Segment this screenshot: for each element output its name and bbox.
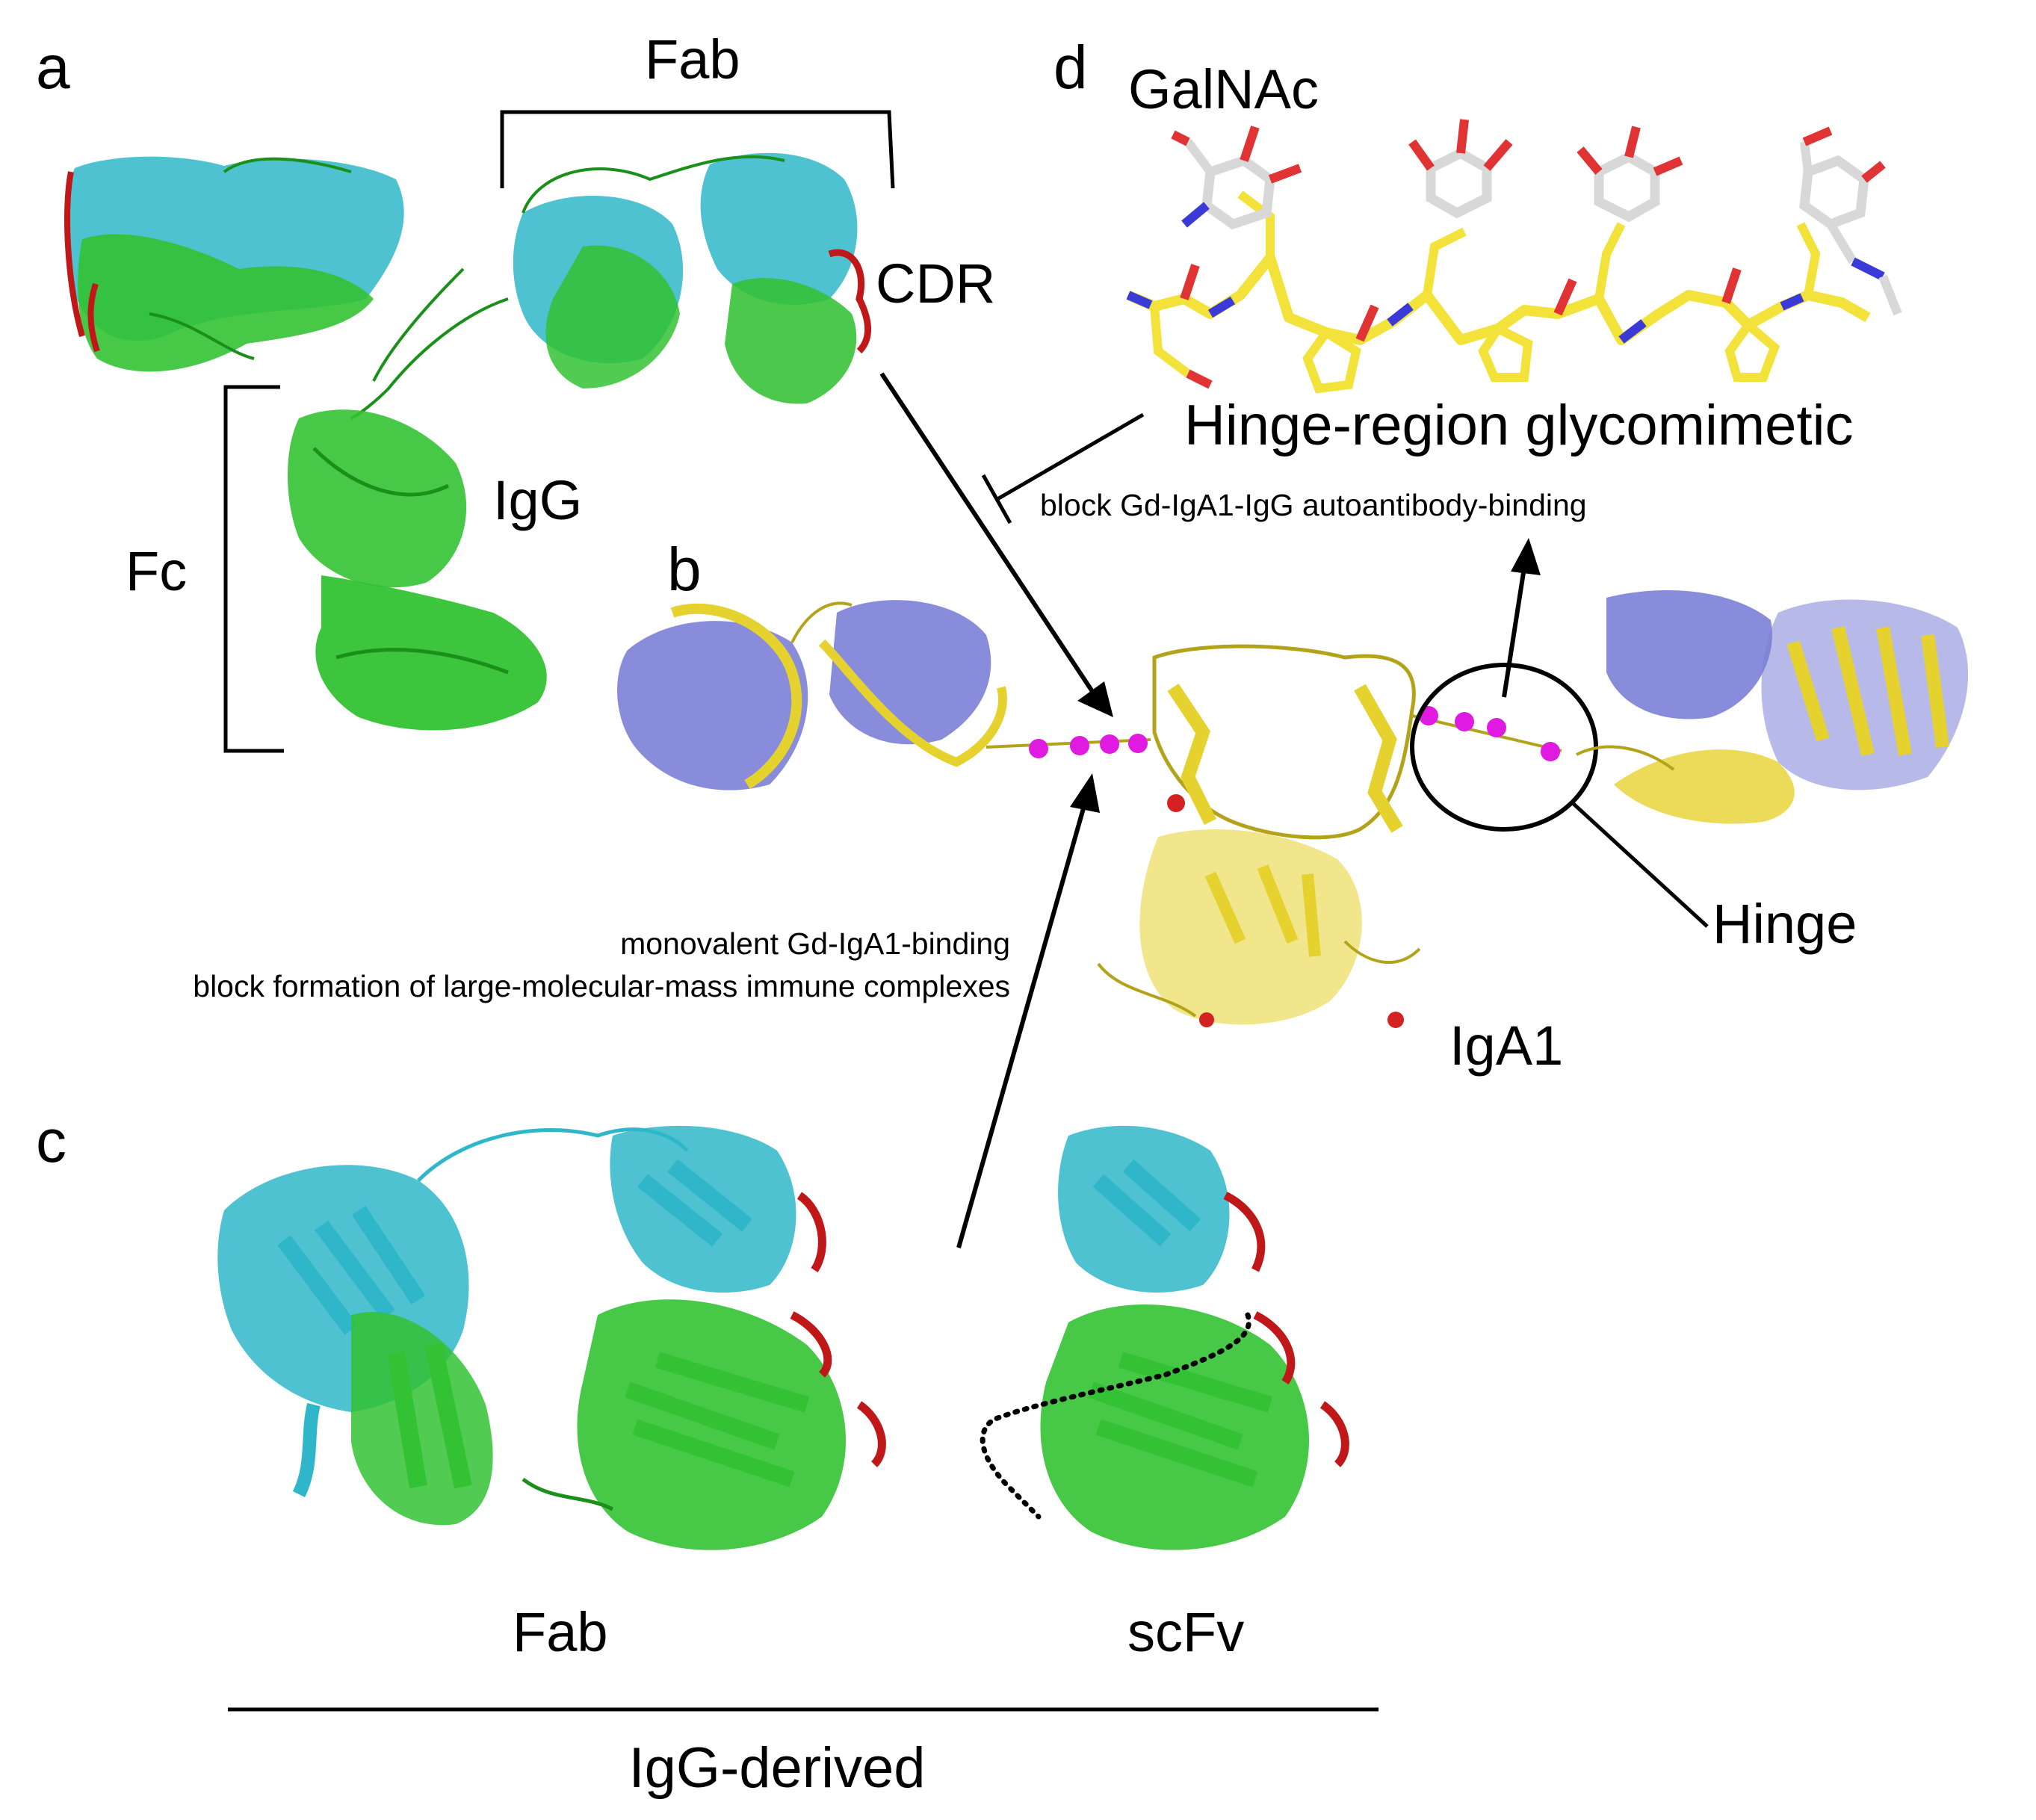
c-note-line1: monovalent Gd-IgA1-binding <box>620 926 1010 961</box>
arrow-cdr-head <box>1077 681 1113 717</box>
cdr-label: CDR <box>876 253 995 315</box>
arrow-c-head <box>1070 773 1100 813</box>
glycopeptide-structure <box>1126 119 1902 394</box>
hinge-callout-line <box>1571 802 1709 928</box>
arrow-cdr-to-iga1 <box>879 372 1097 696</box>
panel-b: b <box>617 536 1969 1077</box>
iga1-fab-right-structure <box>1576 590 1969 824</box>
fc-label: Fc <box>126 540 187 602</box>
glycomimetic-note: block Gd-IgA1-IgG autoantibody-binding <box>1040 488 1587 522</box>
panel-d: d GalNAc <box>1040 34 1902 522</box>
igg-fab-left-structure <box>64 156 404 372</box>
iga1-fab-left-structure <box>617 600 1007 790</box>
hinge-glycans-left <box>985 734 1151 758</box>
fc-bracket <box>223 385 284 753</box>
igg-derived-label: IgG-derived <box>628 1736 925 1800</box>
galnac-sugars <box>1171 119 1902 316</box>
hinge-glycans-right <box>1411 706 1562 761</box>
scfv-linker <box>980 1312 1251 1520</box>
panel-c: c monovalent Gd-IgA1-binding block forma… <box>36 926 1379 1800</box>
arrow-hinge-up <box>1502 567 1526 698</box>
scfv-label: scFv <box>1127 1601 1244 1663</box>
panel-c-letter: c <box>36 1107 66 1175</box>
igg-fab-center-structure <box>513 152 872 404</box>
igg-label: IgG <box>493 469 582 531</box>
fab-bracket <box>500 110 895 189</box>
fab-structure <box>217 1125 886 1550</box>
galnac-label: GalNAc <box>1128 58 1319 120</box>
panel-a: a Fab Fc IgG <box>36 28 995 753</box>
panel-a-letter: a <box>36 34 70 102</box>
inhibition-bar <box>981 474 1012 524</box>
iga1-label: IgA1 <box>1449 1015 1563 1077</box>
iga1-core-structure <box>1097 644 1421 1028</box>
fab-label: Fab <box>645 28 740 90</box>
panel-d-letter: d <box>1053 34 1088 102</box>
glycomimetic-title: Hinge-region glycomimetic <box>1184 394 1853 457</box>
arrow-hinge-up-head <box>1511 538 1541 575</box>
panel-b-letter: b <box>667 536 702 604</box>
c-note-line2: block formation of large-molecular-mass … <box>193 969 1010 1003</box>
hinge-label: Hinge <box>1712 893 1857 955</box>
scfv-structure <box>980 1125 1349 1550</box>
igg-fc-structure <box>288 267 547 731</box>
arrow-c-to-iga1 <box>956 802 1087 1248</box>
inhibition-line <box>996 412 1145 501</box>
fab-label-c: Fab <box>513 1601 608 1663</box>
arrows <box>879 372 1709 1248</box>
